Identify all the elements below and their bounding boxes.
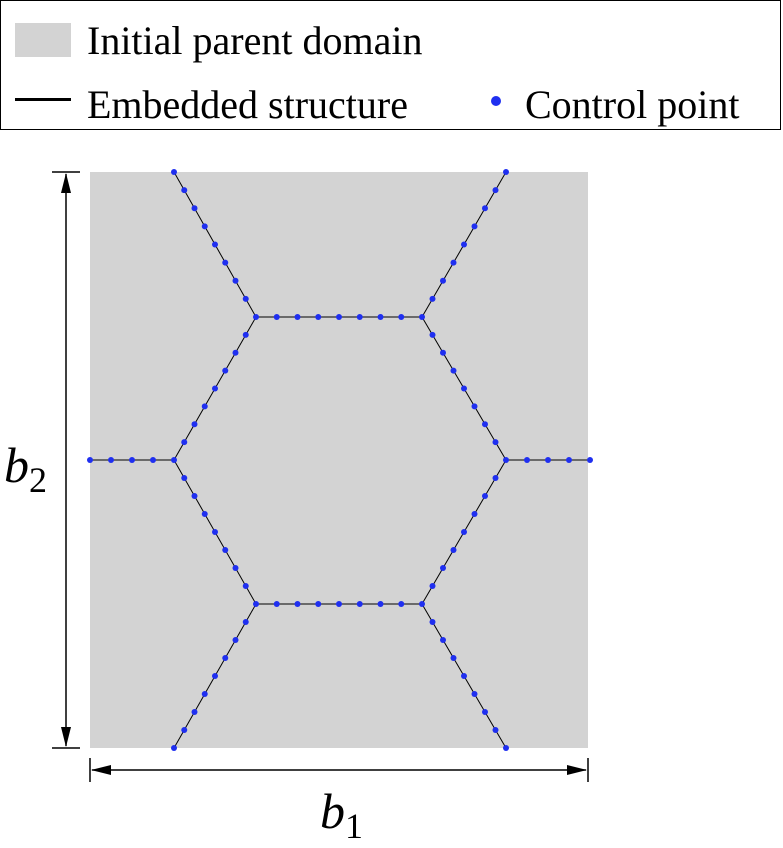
control-point	[587, 457, 593, 463]
control-point	[545, 457, 551, 463]
parent-domain-label: Initial parent domain	[87, 18, 423, 63]
control-point	[492, 475, 499, 481]
control-point	[150, 457, 156, 463]
structure-line-swatch	[15, 98, 71, 101]
control-point	[482, 205, 488, 212]
control-point	[336, 601, 342, 607]
control-point	[429, 619, 436, 625]
control-point	[273, 314, 280, 320]
control-point	[212, 673, 218, 679]
width-dimension-label: b1	[320, 783, 363, 846]
control-point	[492, 187, 499, 194]
control-point	[191, 709, 198, 715]
control-point	[398, 314, 405, 320]
control-point	[440, 637, 446, 643]
control-point	[398, 601, 405, 607]
control-point	[242, 331, 249, 338]
control-point	[471, 403, 478, 410]
control-point-swatch	[491, 96, 501, 106]
control-point	[566, 457, 572, 463]
control-point	[503, 169, 509, 175]
control-point	[429, 295, 436, 302]
control-point	[171, 169, 177, 175]
control-point	[232, 349, 239, 356]
height-dimension-label: b2	[4, 437, 47, 500]
control-point	[524, 457, 530, 463]
control-point	[232, 565, 239, 571]
control-point	[503, 745, 509, 751]
control-point	[315, 601, 322, 607]
control-point	[461, 241, 467, 248]
control-point	[242, 619, 249, 625]
control-point	[222, 655, 229, 661]
control-point	[440, 565, 446, 571]
control-point	[471, 511, 478, 517]
control-point	[294, 314, 301, 320]
control-point	[471, 223, 478, 230]
control-point	[356, 314, 363, 320]
control-point	[492, 727, 499, 733]
control-point	[181, 439, 188, 446]
control-point	[315, 314, 322, 320]
control-point	[87, 457, 93, 463]
control-point	[294, 601, 301, 607]
control-point	[429, 331, 436, 338]
control-point	[212, 385, 218, 392]
control-point	[181, 475, 188, 481]
control-point	[461, 529, 467, 535]
control-point	[440, 277, 446, 284]
control-point	[212, 241, 218, 248]
control-point	[450, 259, 457, 266]
control-point	[482, 493, 488, 499]
control-point	[222, 367, 229, 374]
control-point	[108, 457, 114, 463]
control-point	[461, 385, 467, 392]
control-point	[419, 601, 425, 607]
control-point	[377, 314, 384, 320]
control-point	[253, 314, 259, 320]
control-points	[87, 169, 593, 751]
control-point	[440, 349, 446, 356]
control-point	[212, 529, 218, 535]
control-point	[450, 655, 457, 661]
control-point	[201, 223, 208, 230]
control-point	[377, 601, 384, 607]
control-point	[232, 277, 239, 284]
control-point	[482, 709, 488, 715]
legend: Initial parent domain Embedded structure…	[0, 0, 781, 130]
control-point	[181, 187, 188, 194]
control-point	[232, 637, 239, 643]
control-point	[191, 421, 198, 428]
control-point	[356, 601, 363, 607]
control-point	[129, 457, 135, 463]
control-point	[450, 367, 457, 374]
control-point	[461, 673, 467, 679]
control-point	[201, 691, 208, 697]
control-point	[171, 457, 177, 463]
control-point	[201, 403, 208, 410]
control-point	[171, 745, 177, 751]
control-point	[181, 727, 188, 733]
structure-label: Embedded structure	[87, 82, 408, 127]
control-point	[492, 439, 499, 446]
control-point	[201, 511, 208, 517]
control-point	[419, 314, 425, 320]
control-point	[191, 205, 198, 212]
control-point	[222, 547, 229, 553]
control-point	[253, 601, 259, 607]
control-point	[503, 457, 509, 463]
control-point	[242, 583, 249, 589]
control-point	[429, 583, 436, 589]
control-point	[273, 601, 280, 607]
control-point	[450, 547, 457, 553]
control-point-label: Control point	[525, 82, 740, 127]
control-point	[222, 259, 229, 266]
control-point	[336, 314, 342, 320]
control-point	[471, 691, 478, 697]
parent-domain-swatch	[15, 23, 71, 57]
control-point	[482, 421, 488, 428]
control-point	[242, 295, 249, 302]
control-point	[191, 493, 198, 499]
